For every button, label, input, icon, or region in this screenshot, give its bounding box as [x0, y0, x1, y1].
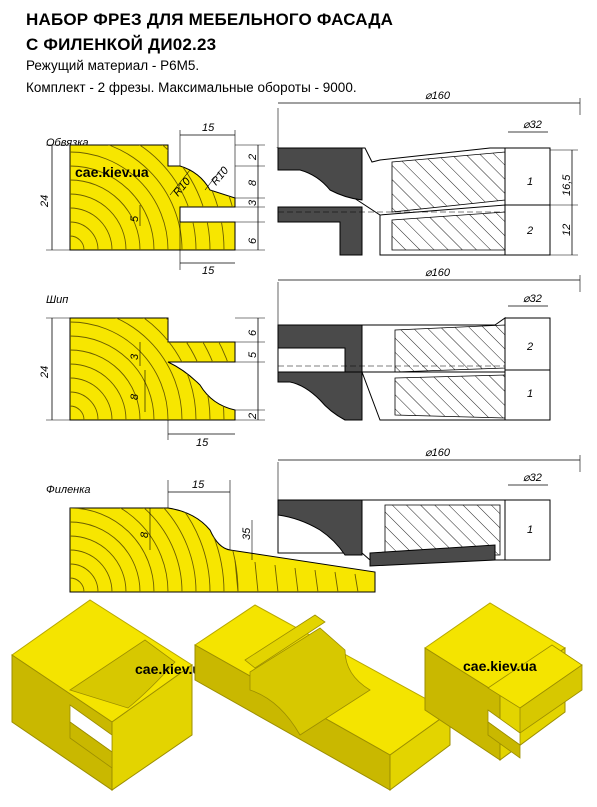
ship-dim-8: 8 — [129, 393, 141, 400]
obvyazka-dim-r10-right: R10 — [209, 164, 232, 188]
ship-dim-24: 24 — [39, 366, 51, 379]
obvyazka-dim-6: 6 — [247, 237, 259, 244]
section-filenka: Филенка 15 8 35 — [46, 447, 581, 593]
filenka-label: Филенка — [46, 484, 91, 496]
ship-label: Шип — [46, 294, 68, 306]
render-filenka: cae.kiev.ua — [424, 602, 583, 761]
filenka-cutter-part-1: 1 — [527, 524, 533, 536]
obvyazka-cutter-d160: ⌀160 — [425, 90, 451, 102]
obvyazka-dim-5: 5 — [129, 215, 141, 222]
obvyazka-dim-bottom-15: 15 — [202, 265, 215, 277]
ship-dim-6: 6 — [247, 329, 259, 336]
title-line-2: С ФИЛЕНКОЙ ДИ02.23 — [26, 35, 217, 54]
obvyazka-dim-3: 3 — [247, 199, 259, 206]
ship-cutter: ⌀160 ⌀32 2 1 — [277, 267, 581, 421]
obvyazka-cutter-h-16-5: 16,5 — [561, 174, 573, 196]
obvyazka-dim-24: 24 — [39, 195, 51, 208]
section-ship: Шип 24 6 5 2 3 8 15 — [39, 267, 581, 449]
watermark-render-1: cae.kiev.ua — [135, 661, 209, 677]
filenka-dim-35: 35 — [241, 527, 253, 540]
filenka-cutter-d160: ⌀160 — [425, 447, 451, 459]
ship-cutter-part-2: 2 — [526, 341, 533, 353]
filenka-dim-top-15: 15 — [192, 479, 205, 491]
material-text: Режущий материал - Р6М5. — [26, 58, 200, 73]
filenka-cutter: ⌀160 ⌀32 1 — [277, 447, 581, 567]
obvyazka-cutter-d32: ⌀32 — [523, 119, 542, 131]
title-line-1: НАБОР ФРЕЗ ДЛЯ МЕБЕЛЬНОГО ФАСАДА — [26, 10, 394, 29]
watermark-render-3: cae.kiev.ua — [463, 658, 537, 674]
ship-dim-2: 2 — [247, 413, 259, 420]
obvyazka-profile — [69, 144, 236, 251]
kit-text: Комплект - 2 фрезы. Максимальные обороты… — [26, 80, 357, 95]
obvyazka-cutter: ⌀160 ⌀32 1 2 16,5 12 — [276, 90, 581, 256]
obvyazka-dim-2: 2 — [247, 154, 259, 161]
ship-cutter-d32: ⌀32 — [523, 293, 542, 305]
obvyazka-cutter-part-2: 2 — [526, 225, 533, 237]
obvyazka-cutter-h-12: 12 — [561, 224, 573, 236]
ship-cutter-part-1: 1 — [527, 388, 533, 400]
filenka-dim-8: 8 — [139, 531, 151, 538]
ship-profile — [69, 317, 236, 421]
ship-dim-5: 5 — [247, 351, 259, 358]
watermark-obvyazka: cae.kiev.ua — [75, 164, 149, 180]
obvyazka-dim-8: 8 — [247, 179, 259, 186]
filenka-cutter-d32: ⌀32 — [523, 472, 542, 484]
ship-cutter-d160: ⌀160 — [425, 267, 451, 279]
section-obvyazka: Обвязка cae.kiev.ua 24 15 15 2 — [39, 90, 581, 277]
obvyazka-dim-top-15: 15 — [202, 122, 215, 134]
render-obvyazka: cae.kiev.ua — [11, 599, 209, 791]
render-ship — [194, 604, 451, 791]
ship-dim-3: 3 — [129, 353, 141, 360]
ship-dim-bottom-15: 15 — [196, 437, 209, 449]
obvyazka-cutter-part-1: 1 — [527, 176, 533, 188]
